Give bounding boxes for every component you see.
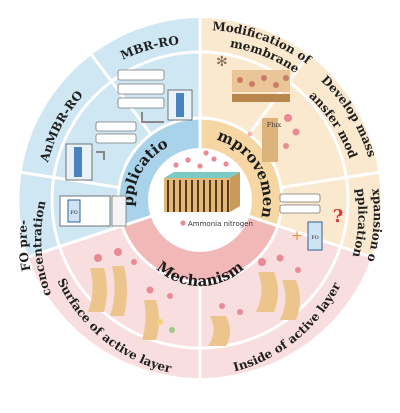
svg-text:FO: FO — [311, 235, 319, 241]
membrane-illustration — [164, 150, 240, 226]
mbr-ro-illustration — [117, 69, 193, 123]
anmbr-ro-illustration — [65, 121, 137, 181]
svg-text:✻: ✻ — [216, 54, 228, 70]
inside-active-layer-illustration — [208, 254, 301, 346]
svg-text:?: ? — [333, 206, 344, 227]
svg-text:+: + — [291, 228, 303, 244]
middle-ring-border — [50, 50, 350, 350]
svg-text:Flux: Flux — [267, 121, 282, 129]
membrane-modification-illustration: ✻ — [216, 54, 290, 102]
mass-transfer-illustration: Flux — [247, 114, 300, 162]
svg-text:FO: FO — [70, 210, 78, 216]
fo-pre-illustration: FO — [59, 195, 127, 227]
ammonia-legend-dot — [180, 220, 186, 226]
surface-active-layer-illustration — [88, 248, 175, 340]
expansion-illustration: + FO ? — [279, 193, 344, 251]
ammonia-legend-label: Ammonia nitrogen — [188, 220, 253, 228]
